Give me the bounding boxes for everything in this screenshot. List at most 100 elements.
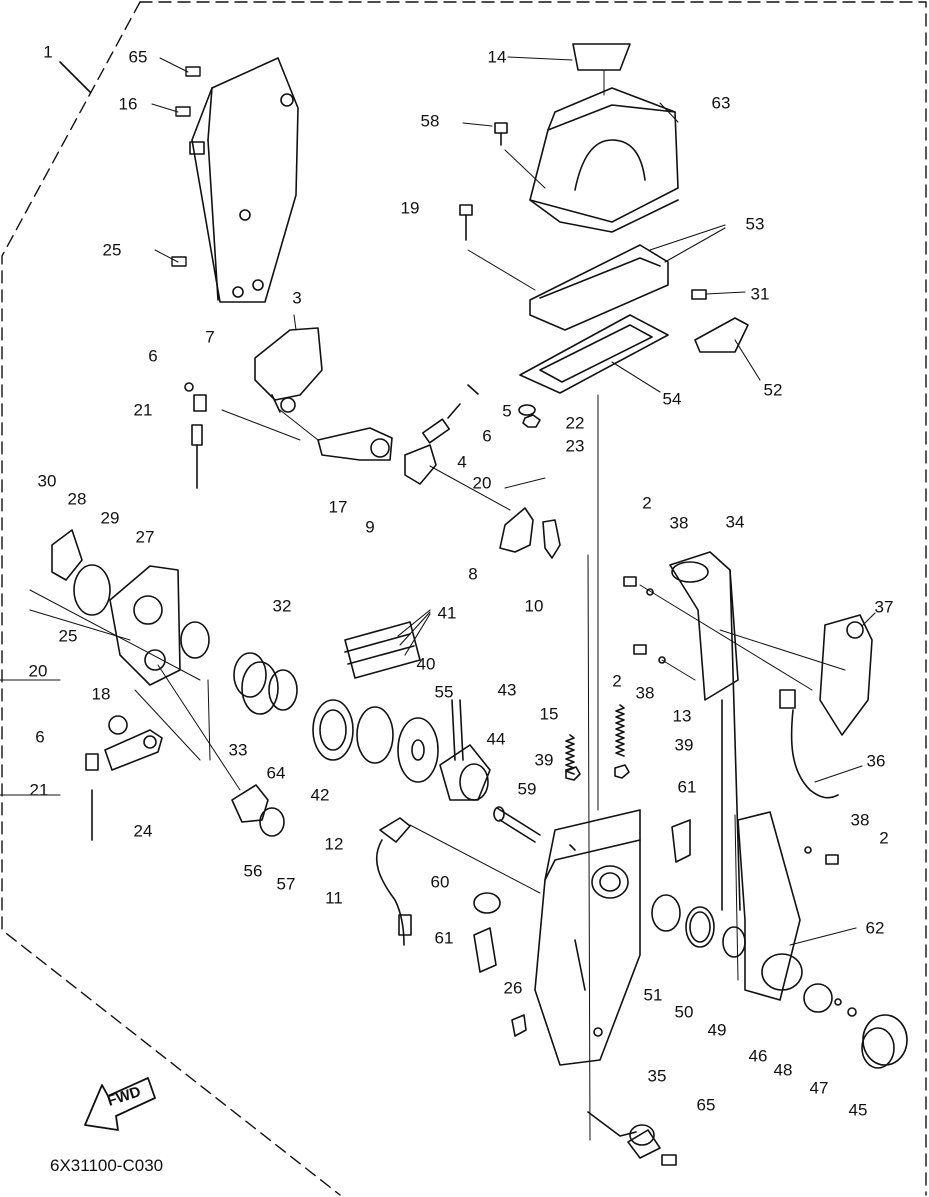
part-8-10-plates: [429, 465, 561, 559]
callout-35: 35: [647, 1066, 667, 1086]
callout-59: 59: [517, 779, 537, 799]
callout-46: 46: [748, 1046, 768, 1066]
callout-38c: 38: [850, 810, 870, 830]
part-27-plate: [51, 529, 210, 686]
callout-23: 23: [565, 436, 585, 456]
callout-50: 50: [674, 1002, 694, 1022]
part-26-clip: [511, 1014, 527, 1037]
callout-6c: 6: [35, 727, 45, 747]
callout-1: 1: [43, 42, 53, 62]
callout-51: 51: [643, 985, 663, 1005]
callout-14: 14: [487, 47, 507, 67]
callout-39b: 39: [674, 735, 694, 755]
part-13-15-springs: [565, 704, 630, 781]
callout-48: 48: [773, 1060, 793, 1080]
callout-57: 57: [276, 874, 296, 894]
part-53-housing: [459, 204, 749, 353]
callout-36: 36: [866, 751, 886, 771]
callout-29: 29: [100, 508, 120, 528]
callout-28: 28: [67, 489, 87, 509]
callout-34: 34: [725, 512, 745, 532]
part-3-bracket: [254, 314, 323, 413]
part-32-33-boots: [233, 652, 298, 715]
callout-45: 45: [848, 1100, 868, 1120]
top-cover-63: [529, 43, 679, 233]
callout-25b: 25: [58, 626, 78, 646]
callout-2b: 2: [612, 671, 622, 691]
screws-2-38: [623, 576, 839, 865]
callout-58: 58: [420, 111, 440, 131]
callout-20a: 20: [472, 473, 492, 493]
callout-37: 37: [874, 597, 894, 617]
callout-3: 3: [292, 288, 302, 308]
callout-55: 55: [434, 682, 454, 702]
callout-33: 33: [228, 740, 248, 760]
part-9-and-4: [404, 384, 479, 485]
part-41-blocks: [344, 621, 421, 679]
callout-21b: 21: [29, 780, 49, 800]
part-21-clip: [184, 382, 207, 489]
diagram-code: 6X31100-C030: [50, 1156, 164, 1175]
left-leaders: [0, 589, 241, 796]
callout-31: 31: [750, 284, 770, 304]
callout-17: 17: [328, 497, 348, 517]
callout-5: 5: [502, 401, 512, 421]
callout-56: 56: [243, 861, 263, 881]
callout-15: 15: [539, 704, 559, 724]
callout-65b: 65: [696, 1095, 716, 1115]
callout-13: 13: [672, 706, 692, 726]
callout-24: 24: [133, 821, 153, 841]
callout-16: 16: [118, 94, 138, 114]
part-34-62-lever: [669, 551, 803, 1001]
callout-2a: 2: [642, 493, 652, 513]
callout-27: 27: [135, 527, 155, 547]
callout-64: 64: [266, 763, 286, 783]
part-60-61: [473, 819, 691, 973]
callout-65: 65: [128, 47, 148, 67]
callout-32: 32: [272, 596, 292, 616]
callout-43: 43: [497, 680, 517, 700]
part-58-screw: [462, 122, 546, 189]
callout-22: 22: [565, 413, 585, 433]
callout-63: 63: [711, 93, 731, 113]
part-45-48-cap: [803, 983, 908, 1069]
callout-leaders: [397, 56, 876, 946]
top-bracket-plate: [151, 57, 299, 303]
callout-21a: 21: [133, 400, 153, 420]
callout-26: 26: [503, 978, 523, 998]
part-37-36: [779, 614, 873, 799]
leader-1: [59, 61, 91, 93]
callout-39a: 39: [534, 750, 554, 770]
part-49-51-rings: [651, 894, 746, 958]
callout-12: 12: [324, 834, 344, 854]
callout-6b: 6: [482, 426, 492, 446]
callout-9: 9: [365, 517, 375, 537]
callout-40: 40: [416, 654, 436, 674]
part-22-23-washers: [518, 404, 541, 428]
part-64-42-55-rings: [312, 699, 439, 783]
part-35-bracket: [587, 1111, 677, 1166]
callout-30: 30: [37, 471, 57, 491]
part-59-shaft: [493, 806, 541, 843]
callout-41: 41: [437, 603, 457, 623]
callout-8: 8: [468, 564, 478, 584]
callout-18: 18: [91, 684, 111, 704]
callout-62: 62: [865, 918, 885, 938]
callout-38a: 38: [669, 513, 689, 533]
part-24-lever: [85, 715, 163, 841]
callout-25: 25: [102, 240, 122, 260]
callout-60: 60: [430, 872, 450, 892]
callout-20b: 20: [28, 661, 48, 681]
callout-10: 10: [524, 596, 544, 616]
callout-54: 54: [662, 389, 682, 409]
callout-52: 52: [763, 380, 783, 400]
callout-61a: 61: [434, 928, 454, 948]
part-11-switch: [375, 817, 541, 946]
callout-44: 44: [486, 729, 506, 749]
main-housing: [534, 394, 641, 1141]
part-17-lever: [221, 409, 393, 461]
callout-19: 19: [400, 198, 420, 218]
